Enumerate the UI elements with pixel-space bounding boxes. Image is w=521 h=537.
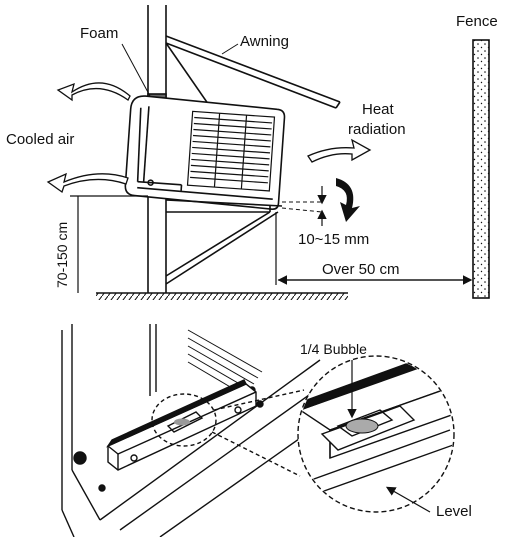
bubble-label: 1/4 Bubble (300, 341, 367, 357)
foam-label: Foam (80, 25, 119, 42)
magnify-source (151, 393, 217, 447)
rotation-arrow-icon (336, 178, 360, 222)
foam-leader (121, 43, 151, 97)
height-dimension (70, 195, 148, 293)
airflow-arrow-icon (46, 82, 372, 194)
awning-label: Awning (240, 33, 289, 50)
air-conditioner-unit (124, 95, 286, 210)
bottom-figure (61, 324, 455, 537)
support-bracket (165, 199, 283, 285)
ground (96, 292, 348, 300)
fence-label: Fence (456, 13, 498, 30)
fence (472, 39, 490, 299)
heat-radiation-label-2: radiation (348, 121, 406, 138)
cooled-air-label: Cooled air (6, 131, 75, 148)
heat-radiation-label-1: Heat (362, 101, 394, 118)
height-label: 70-150 cm (54, 221, 70, 288)
clearance-label: Over 50 cm (322, 261, 400, 278)
tilt-label: 10~15 mm (298, 231, 370, 248)
level-tool (106, 379, 257, 471)
level-detail (299, 357, 453, 497)
rear-grille (186, 110, 276, 192)
top-figure (46, 5, 490, 300)
awning (165, 35, 341, 151)
level-label: Level (436, 503, 472, 520)
awning-leader (221, 43, 239, 55)
clearance-dimension (275, 212, 473, 285)
rear-grille-detail (187, 329, 263, 391)
level-leader (385, 486, 431, 513)
